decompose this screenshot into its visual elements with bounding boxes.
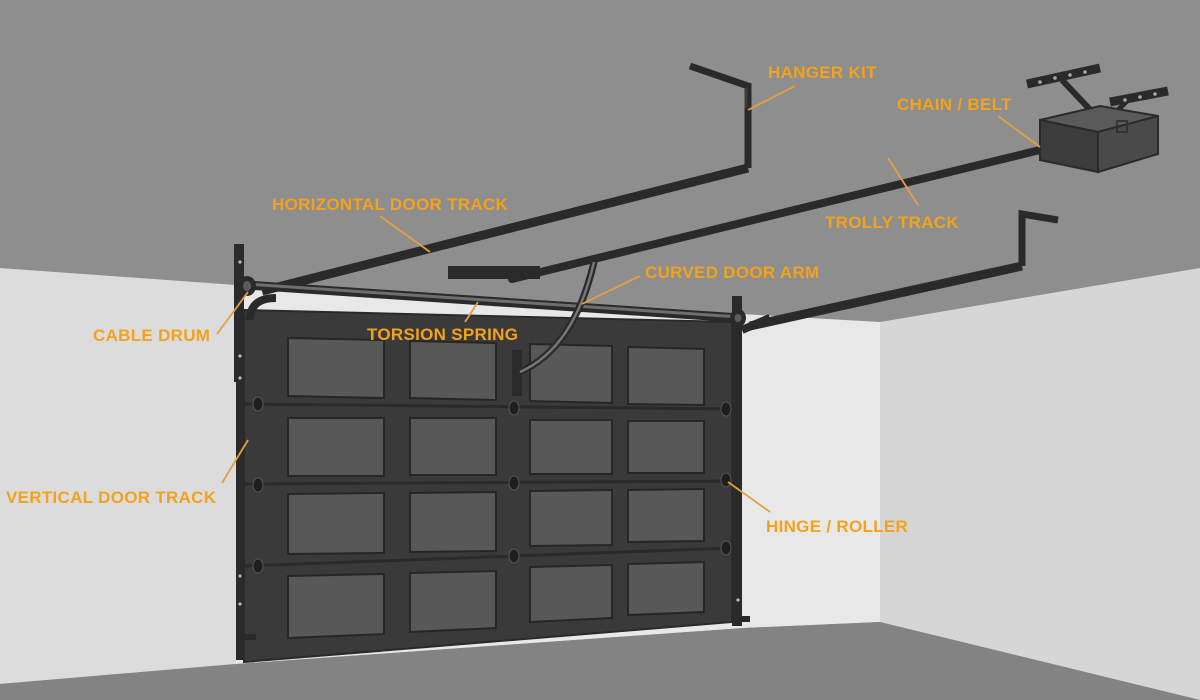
leader-hanger-kit <box>747 85 796 111</box>
label-vertical-door-track: VERTICAL DOOR TRACK <box>6 488 217 507</box>
leader-curved-door-arm <box>581 275 641 305</box>
door-top-curve <box>246 294 277 321</box>
hinges-rollers <box>252 396 732 574</box>
vertical-door-track-right <box>732 296 772 626</box>
leader-chain-belt <box>997 115 1041 148</box>
label-chain-belt: CHAIN / BELT <box>897 95 1012 114</box>
hanger-kit-left <box>688 62 752 168</box>
label-trolly-track: TROLLY TRACK <box>825 213 959 232</box>
leader-trolly-track <box>887 157 919 206</box>
floor <box>0 622 1200 700</box>
trolly-track <box>511 144 1049 283</box>
trolly-end <box>508 275 516 283</box>
leader-cable-drum <box>216 291 249 335</box>
leader-lines <box>216 85 1041 513</box>
bottom-brackets <box>236 616 750 640</box>
leader-torsion-spring <box>464 301 479 323</box>
label-curved-door-arm: CURVED DOOR ARM <box>645 263 820 282</box>
curved-door-arm-highlight <box>519 261 596 374</box>
opener-motor <box>1039 104 1159 174</box>
left-wall <box>0 268 236 684</box>
cable-drum-left <box>238 276 256 296</box>
right-wall <box>880 268 1200 700</box>
label-horizontal-door-track: HORIZONTAL DOOR TRACK <box>272 195 509 214</box>
leader-horizontal-door-track <box>379 215 431 253</box>
track-bolts <box>238 260 740 606</box>
label-hanger-kit: HANGER KIT <box>768 63 877 82</box>
torsion-spring-highlight <box>245 282 741 319</box>
label-torsion-spring: TORSION SPRING <box>367 325 519 344</box>
label-cable-drum: CABLE DRUM <box>93 326 211 345</box>
horizontal-door-track-left <box>260 163 750 296</box>
header-bracket <box>448 266 540 279</box>
leader-vertical-door-track <box>221 439 249 484</box>
horizontal-door-track-right <box>749 261 1023 331</box>
label-hinge-roller: HINGE / ROLLER <box>766 517 909 536</box>
hanger-kit-right <box>1018 209 1059 266</box>
arm-bracket <box>512 350 522 396</box>
cable-drum-right <box>730 309 746 327</box>
door-panels <box>287 336 705 640</box>
door-section-joints <box>243 402 733 568</box>
leader-hinge-roller <box>727 481 771 513</box>
vertical-door-track-left <box>234 244 244 660</box>
